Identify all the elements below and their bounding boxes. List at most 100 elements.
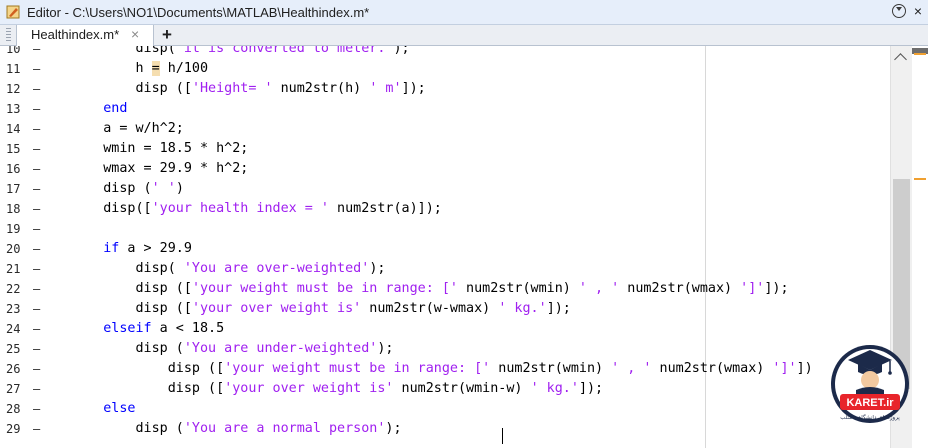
line-number: 14 [6, 122, 21, 136]
breakpoint-dash[interactable]: – [33, 342, 41, 356]
code-token: disp ( [71, 421, 184, 436]
code-line[interactable]: 25– disp ('You are under-weighted'); [0, 340, 890, 360]
code-line[interactable]: 11– h = h/100 [0, 60, 890, 80]
string-token: ']' [740, 281, 765, 296]
code-text[interactable]: else [71, 401, 135, 416]
code-token: disp ([ [71, 281, 192, 296]
vertical-scrollbar[interactable] [890, 46, 912, 448]
breakpoint-dash[interactable]: – [33, 182, 41, 196]
code-token: disp([ [71, 201, 152, 216]
string-token: ' , ' [611, 361, 652, 376]
code-text[interactable]: wmax = 29.9 * h^2; [71, 161, 248, 176]
tab-close-button[interactable]: × [131, 26, 140, 42]
breakpoint-dash[interactable]: – [33, 362, 41, 376]
breakpoint-dash[interactable]: – [33, 62, 41, 76]
code-text[interactable]: disp( 'You are over-weighted'); [71, 261, 385, 276]
code-text[interactable]: if a > 29.9 [71, 241, 192, 256]
breakpoint-dash[interactable]: – [33, 102, 41, 116]
close-window-button[interactable]: × [913, 3, 922, 19]
code-text[interactable]: disp ('You are under-weighted'); [71, 341, 393, 356]
window-options-icon[interactable] [892, 4, 906, 18]
code-line[interactable]: 18– disp(['your health index = ' num2str… [0, 200, 890, 220]
code-line[interactable]: 12– disp (['Height= ' num2str(h) ' m']); [0, 80, 890, 100]
code-text[interactable]: disp ('You are a normal person'); [71, 421, 402, 436]
code-token: a > 29.9 [119, 241, 192, 256]
code-line[interactable]: 19– [0, 220, 890, 240]
code-text[interactable]: disp(['your health index = ' num2str(a)]… [71, 201, 442, 216]
breakpoint-dash[interactable]: – [33, 82, 41, 96]
tab-healthindex[interactable]: Healthindex.m* × [16, 25, 154, 46]
breakpoint-dash[interactable]: – [33, 122, 41, 136]
code-token: ); [385, 421, 402, 436]
breakpoint-dash[interactable]: – [33, 222, 41, 236]
scrollbar-thumb[interactable] [893, 179, 910, 389]
keyword-token: if [103, 241, 120, 256]
code-line[interactable]: 13– end [0, 100, 890, 120]
warning-marker[interactable] [914, 178, 926, 180]
breakpoint-dash[interactable]: – [33, 302, 41, 316]
line-number: 27 [6, 382, 21, 396]
code-line[interactable]: 24– elseif a < 18.5 [0, 320, 890, 340]
code-line[interactable]: 26– disp (['your weight must be in range… [0, 360, 890, 380]
code-token: num2str(wmax) [651, 361, 773, 376]
logo-tagline-text: پروژه‌های دانشگاهی متلب [840, 414, 900, 421]
scroll-up-icon[interactable] [894, 53, 907, 66]
code-token: num2str(h) [272, 81, 370, 96]
code-line[interactable]: 28– else [0, 400, 890, 420]
new-tab-button[interactable]: + [162, 25, 172, 44]
code-line[interactable]: 15– wmin = 18.5 * h^2; [0, 140, 890, 160]
tab-grip-icon[interactable] [6, 28, 11, 42]
logo-brand-text: KARET.ir [846, 397, 894, 409]
code-line[interactable]: 17– disp (' ') [0, 180, 890, 200]
code-token: num2str(wmax) [619, 281, 741, 296]
code-text[interactable]: disp('it is converted to meter.'); [71, 46, 409, 56]
breakpoint-dash[interactable]: – [33, 382, 41, 396]
line-number-gutter [0, 46, 44, 448]
code-text[interactable]: disp (['your weight must be in range: ['… [71, 281, 788, 296]
code-text[interactable]: disp (['your weight must be in range: ['… [71, 361, 813, 376]
code-text[interactable]: disp (' ') [71, 181, 184, 196]
code-line[interactable]: 20– if a > 29.9 [0, 240, 890, 260]
code-line[interactable]: 29– disp ('You are a normal person'); [0, 420, 890, 440]
string-token: ']' [772, 361, 797, 376]
breakpoint-dash[interactable]: – [33, 242, 41, 256]
breakpoint-dash[interactable]: – [33, 422, 41, 436]
code-line[interactable]: 22– disp (['your weight must be in range… [0, 280, 890, 300]
code-text[interactable]: disp (['your over weight is' num2str(w-w… [71, 301, 570, 316]
code-token [71, 101, 103, 116]
line-number: 19 [6, 222, 21, 236]
breakpoint-dash[interactable]: – [33, 282, 41, 296]
code-text[interactable]: end [71, 101, 127, 116]
string-token: 'it is converted to meter.' [175, 46, 394, 56]
message-bar[interactable] [912, 46, 928, 448]
code-text[interactable]: elseif a < 18.5 [71, 321, 224, 336]
code-text[interactable]: wmin = 18.5 * h^2; [71, 141, 248, 156]
string-token: ' m' [369, 81, 402, 96]
breakpoint-dash[interactable]: – [33, 262, 41, 276]
code-line[interactable]: 16– wmax = 29.9 * h^2; [0, 160, 890, 180]
string-token: 'your over weight is' [191, 301, 362, 316]
code-line[interactable]: 27– disp (['your over weight is' num2str… [0, 380, 890, 400]
breakpoint-dash[interactable]: – [33, 202, 41, 216]
code-text[interactable]: h = h/100 [71, 61, 208, 76]
code-line[interactable]: 14– a = w/h^2; [0, 120, 890, 140]
string-token: ' ' [151, 181, 176, 196]
line-number: 12 [6, 82, 21, 96]
breakpoint-dash[interactable]: – [33, 142, 41, 156]
message-indicator[interactable] [912, 48, 928, 54]
breakpoint-dash[interactable]: – [33, 322, 41, 336]
line-number: 17 [6, 182, 21, 196]
code-editor[interactable]: 10– disp('it is converted to meter.');11… [0, 46, 890, 448]
code-text[interactable]: a = w/h^2; [71, 121, 184, 136]
code-text[interactable]: disp (['Height= ' num2str(h) ' m']); [71, 81, 425, 96]
warning-marker[interactable] [914, 53, 926, 55]
breakpoint-dash[interactable]: – [33, 46, 41, 56]
code-token: a = w/h^2; [71, 121, 184, 136]
breakpoint-dash[interactable]: – [33, 162, 41, 176]
matlab-editor-icon [6, 5, 20, 19]
code-text[interactable]: disp (['your over weight is' num2str(wmi… [71, 381, 603, 396]
code-line[interactable]: 23– disp (['your over weight is' num2str… [0, 300, 890, 320]
breakpoint-dash[interactable]: – [33, 402, 41, 416]
code-line[interactable]: 10– disp('it is converted to meter.'); [0, 46, 890, 60]
code-line[interactable]: 21– disp( 'You are over-weighted'); [0, 260, 890, 280]
